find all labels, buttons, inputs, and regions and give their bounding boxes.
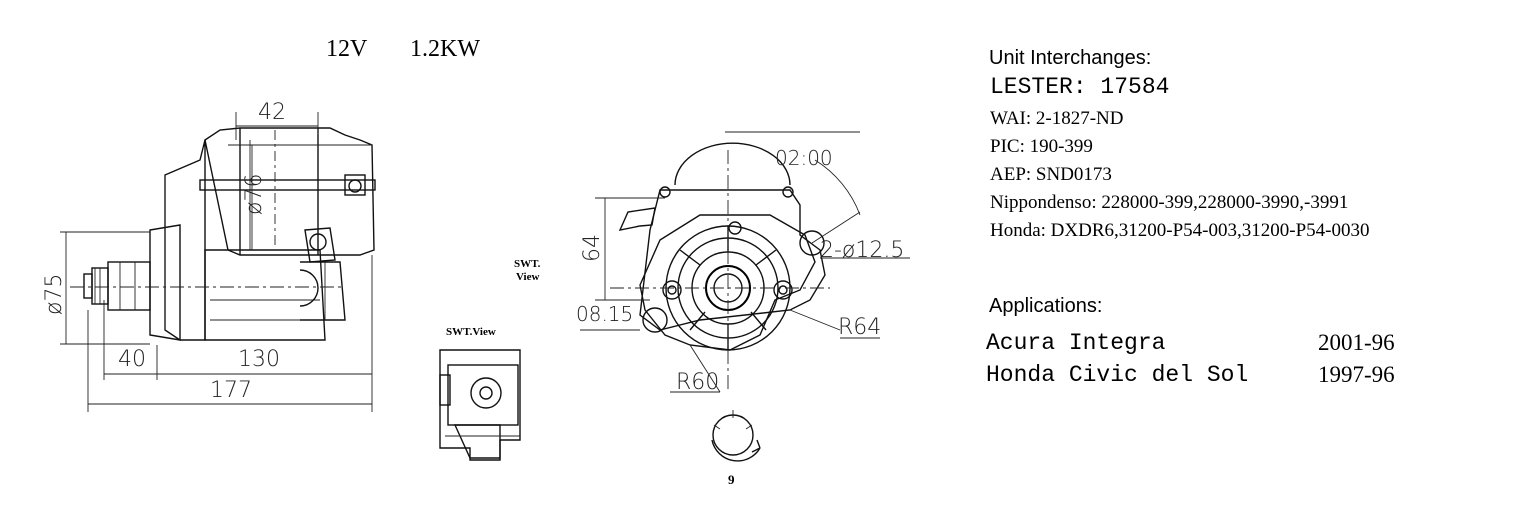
swt-view-main-label-1: SWT.	[514, 258, 541, 270]
dim-len-130: 130	[238, 347, 280, 372]
interchange-wai: WAI: 2-1827-ND	[990, 108, 1124, 129]
front-view	[580, 131, 910, 393]
dim-offset: 08.15	[576, 302, 634, 326]
application-years: 2001-96	[1318, 330, 1395, 355]
dim-height-64: 64	[580, 234, 605, 262]
dim-top-width: 42	[258, 100, 286, 125]
swt-view-small-label: SWT.View	[446, 326, 496, 338]
dim-bolt-holes: 2-ø12.5	[820, 238, 905, 263]
swt-view-main-label-2: View	[516, 271, 540, 283]
dim-len-40: 40	[118, 347, 146, 372]
applications-heading: Applications:	[989, 295, 1103, 317]
application-vehicle: Honda Civic del Sol	[986, 362, 1249, 388]
dim-clock: 02:00	[775, 146, 833, 170]
interchange-aep: AEP: SND0173	[990, 164, 1112, 185]
voltage-label: 12V	[326, 36, 368, 62]
switch-view-small	[439, 349, 521, 461]
dim-r60: R60	[676, 370, 720, 395]
interchange-nippondenso: Nippondenso: 228000-399,228000-3990,-399…	[990, 192, 1349, 213]
power-label: 1.2KW	[410, 36, 480, 62]
dim-body-dia: ø76	[242, 173, 267, 215]
dim-r64: R64	[838, 315, 882, 340]
dim-nose-dia: ø75	[42, 273, 67, 315]
interchange-lester: LESTER: 17584	[990, 74, 1170, 100]
application-years: 1997-96	[1318, 362, 1395, 387]
application-vehicle: Acura Integra	[986, 330, 1166, 356]
side-view	[60, 112, 376, 412]
interchanges-heading: Unit Interchanges:	[989, 47, 1152, 69]
rotation-symbol	[711, 410, 761, 462]
dim-len-177: 177	[210, 378, 252, 403]
interchange-pic: PIC: 190-399	[990, 136, 1093, 157]
teeth-count: 9	[728, 472, 735, 487]
interchange-honda: Honda: DXDR6,31200-P54-003,31200-P54-003…	[990, 220, 1370, 241]
